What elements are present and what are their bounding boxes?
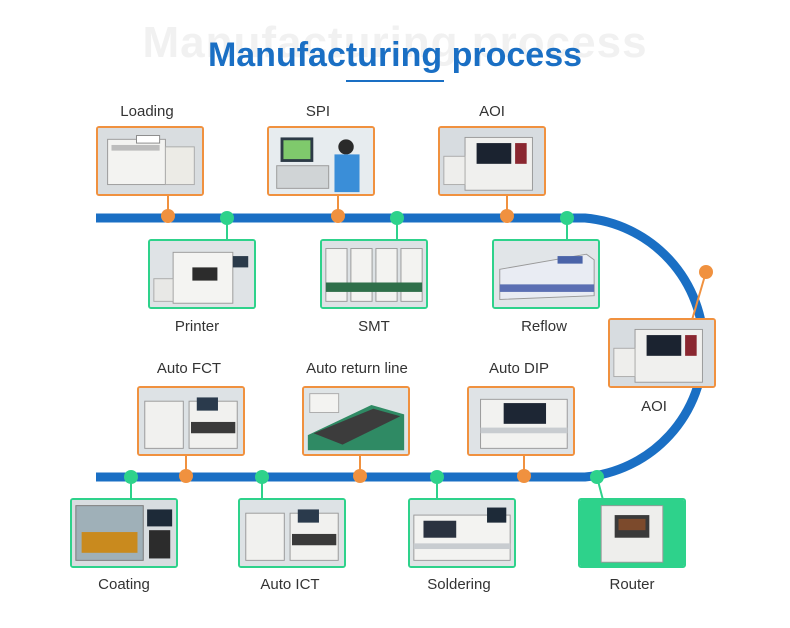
station-label-reflow: Reflow [521,318,567,335]
station-label-printer: Printer [174,318,220,335]
auto-fct-machine-photo [137,386,245,456]
smt-machine-photo [320,239,428,309]
station-label-aoi-right: AOI [641,398,667,415]
station-label-auto-fct: Auto FCT [156,360,222,377]
station-label-soldering: Soldering [427,576,491,593]
dot-loading [161,209,175,223]
reflow-machine-photo [492,239,600,309]
dot-reflow [560,211,574,225]
dot-spi [331,209,345,223]
station-label-loading: Loading [120,103,174,120]
title-underline [346,80,444,82]
station-label-spi: SPI [305,103,331,120]
dot-smt [390,211,404,225]
coating-machine-photo [70,498,178,568]
dot-auto-ict [255,470,269,484]
auto-return-line-photo [302,386,410,456]
soldering-machine-photo [408,498,516,568]
station-label-aoi-top: AOI [479,103,505,120]
station-label-auto-dip: Auto DIP [488,360,550,377]
auto-ict-machine-photo [238,498,346,568]
printer-machine-photo [148,239,256,309]
aoi-right-machine-photo [608,318,716,388]
station-label-auto-ict: Auto ICT [260,576,320,593]
page-title: Manufacturing process [207,36,583,74]
dot-auto-return-line [353,469,367,483]
connector-aoi-right [691,271,707,321]
title-watermark: Manufacturing process [142,18,648,67]
dot-aoi-right [699,265,713,279]
router-machine-photo [578,498,686,568]
dot-auto-fct [179,469,193,483]
station-label-router: Router [609,576,655,593]
station-label-coating: Coating [98,576,150,593]
dot-printer [220,211,234,225]
dot-aoi-top [500,209,514,223]
aoi-top-machine-photo [438,126,546,196]
spi-machine-photo [267,126,375,196]
station-label-smt: SMT [358,318,390,335]
dot-soldering [430,470,444,484]
auto-dip-machine-photo [467,386,575,456]
dot-auto-dip [517,469,531,483]
loading-machine-photo [96,126,204,196]
dot-router [590,470,604,484]
dot-coating [124,470,138,484]
station-label-auto-return-line: Auto return line [306,360,408,377]
